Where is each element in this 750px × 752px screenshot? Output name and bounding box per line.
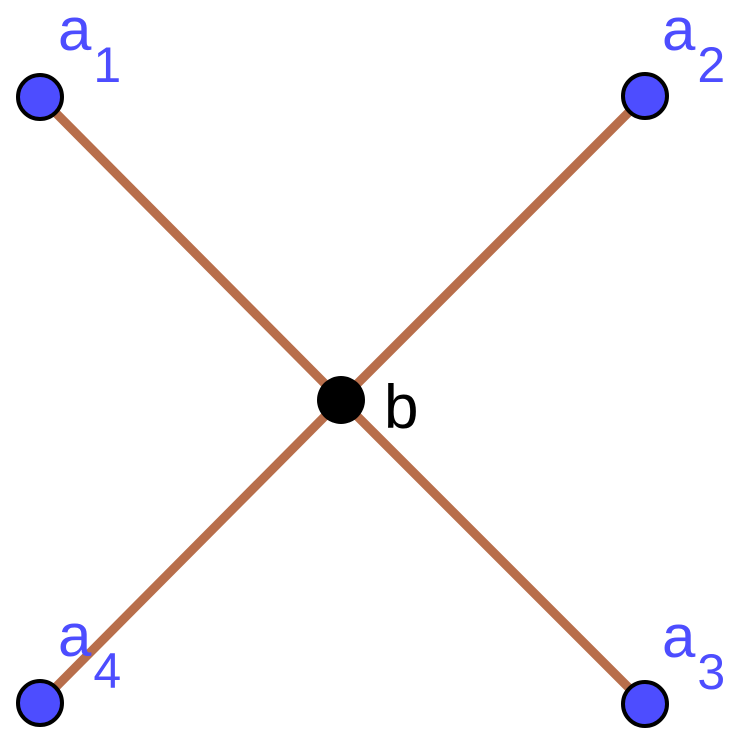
label-a3: a3	[662, 603, 725, 700]
node-a2	[621, 72, 669, 120]
label-a4-letter: a	[58, 602, 92, 669]
label-a1: a1	[58, 0, 121, 93]
label-a2: a2	[662, 0, 725, 93]
edge-a3-b	[337, 396, 649, 708]
edges	[36, 92, 649, 708]
label-a4-subscript: 4	[93, 643, 121, 699]
label-a2-letter: a	[662, 0, 696, 63]
node-a3	[621, 680, 669, 728]
label-b: b	[384, 373, 418, 442]
node-b	[317, 376, 365, 424]
label-a3-letter: a	[662, 603, 696, 670]
node-a4	[16, 679, 64, 727]
label-a1-letter: a	[58, 0, 92, 63]
label-a2-subscript: 2	[697, 37, 725, 93]
label-a3-subscript: 3	[697, 644, 725, 700]
label-a1-subscript: 1	[93, 37, 121, 93]
label-a4: a4	[58, 602, 121, 699]
node-a1	[16, 73, 64, 121]
edge-a4-b	[36, 396, 345, 707]
edge-a2-b	[337, 92, 649, 404]
edge-a1-b	[36, 93, 345, 404]
